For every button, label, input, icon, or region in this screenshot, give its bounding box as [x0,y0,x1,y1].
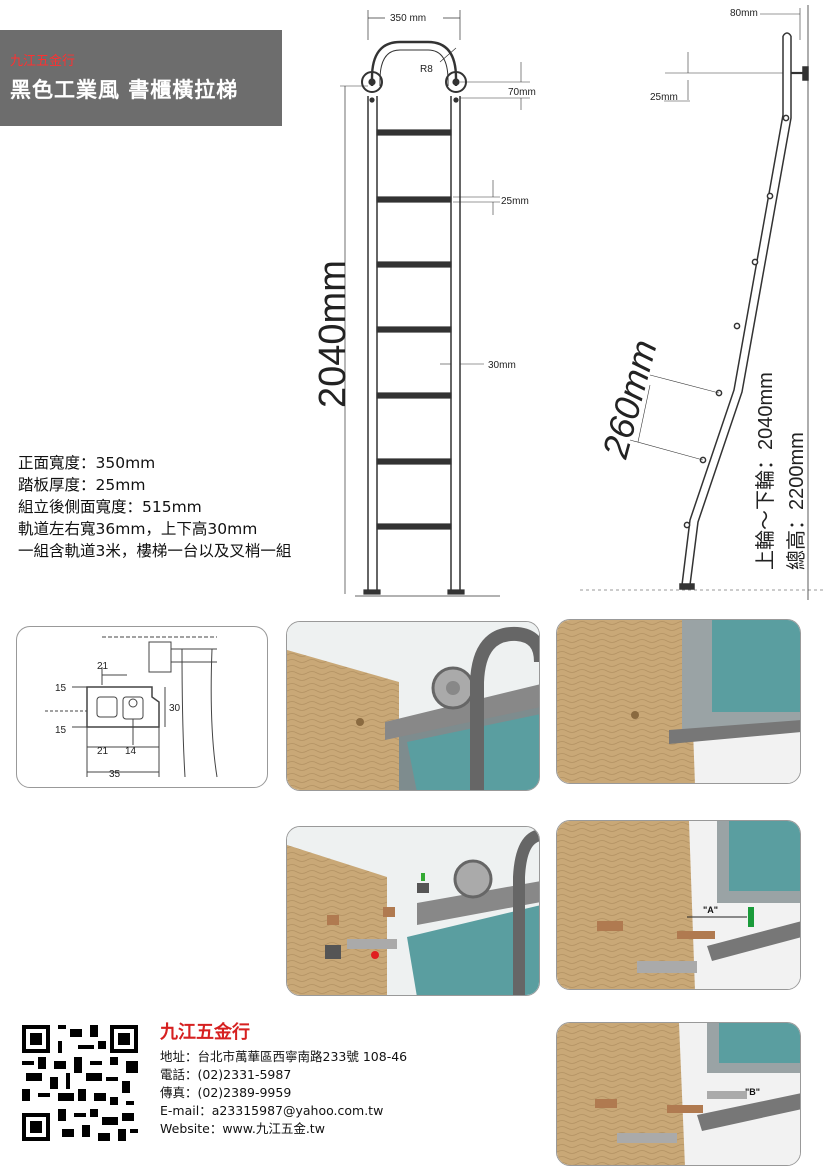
dim-step-spacing: 260mm [594,336,665,464]
rail-section-drawing: 21 15 15 30 21 14 35 [45,636,218,780]
dim-height: 2040mm [312,260,354,408]
company-name: 九江五金行 [160,1022,250,1043]
rail-dim: 35 [109,769,121,780]
rail-dim: 15 [55,725,67,736]
rail-dim: 21 [97,746,109,757]
company-email[interactable]: E-mail：a23315987@yahoo.com.tw [160,1103,384,1118]
banner-title: 黑色工業風 書櫃橫拉梯 [10,78,239,102]
label-a: "A" [703,905,718,915]
ladder-drawings: 350 mm R8 70mm 25mm 30mm 2040mm [312,5,825,600]
photo-step-b: "B" [556,1022,801,1166]
spec-item: 正面寬度：350mm [18,454,156,472]
company-fax: 傳真：(02)2389-9959 [160,1085,292,1100]
spec-list: 正面寬度：350mm 踏板厚度：25mm 組立後側面寬度：515mm 軌道左右寬… [18,452,348,562]
company-address: 地址：台北市萬華區西寧南路233號 108-46 [160,1049,408,1064]
rail-dim: 21 [97,661,109,672]
rail-dim: 15 [55,683,67,694]
photo-rail-end [556,619,801,784]
header-banner: 九江五金行 黑色工業風 書櫃橫拉梯 [0,30,282,126]
banner-shop-name: 九江五金行 [10,54,76,69]
spec-item: 踏板厚度：25mm [18,476,146,494]
dim-wheel-offset: 70mm [508,87,536,98]
dim-total-height: 總高：2200mm [785,432,808,570]
dim-depth: 80mm [730,8,758,19]
spec-item: 一組含軌道3米，樓梯一台以及叉梢一組 [18,542,292,560]
photo-parts-exploded [286,826,540,996]
front-view [340,10,530,597]
front-view-labels: 350 mm R8 70mm 25mm 30mm 2040mm [312,13,536,408]
rail-section-panel: 21 15 15 30 21 14 35 [16,626,268,788]
side-view [580,5,825,600]
company-info: 九江五金行 地址：台北市萬華區西寧南路233號 108-46 電話：(02)23… [160,1018,407,1138]
dim-step-thickness: 25mm [501,196,529,207]
dim-wheel-span: 上輪～下輪：2040mm [754,372,777,570]
photo-step-a: "A" [556,820,801,990]
spec-item: 軌道左右寬36mm，上下高30mm [18,520,258,538]
photo-wheel-on-rail [286,621,540,791]
rail-dim: 14 [125,746,137,757]
dim-top-gap: 25mm [650,92,678,103]
spec-item: 組立後側面寬度：515mm [18,498,202,516]
dim-rail-width: 30mm [488,360,516,371]
dim-width: 350 mm [390,13,426,24]
dim-radius: R8 [420,64,433,75]
company-website[interactable]: Website：www.九江五金.tw [160,1121,325,1136]
company-phone[interactable]: 電話：(02)2331-5987 [160,1067,292,1082]
qr-code[interactable] [22,1025,138,1141]
rail-dim: 30 [169,703,181,714]
label-b: "B" [745,1087,760,1097]
